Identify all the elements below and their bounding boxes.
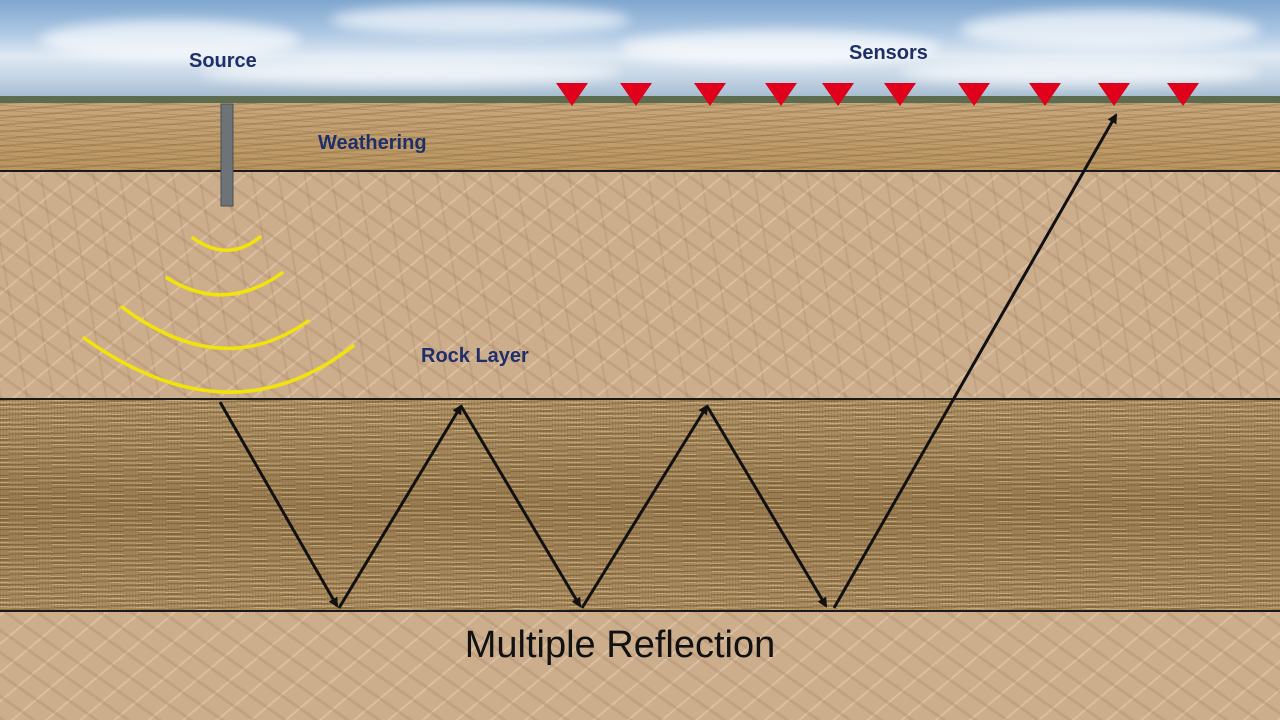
sensor-triangle-6 bbox=[884, 83, 916, 106]
sky-background bbox=[0, 0, 1280, 102]
sensor-triangle-7 bbox=[958, 83, 990, 106]
source-label: Source bbox=[189, 50, 257, 72]
sensor-triangle-2 bbox=[620, 83, 652, 106]
wavefront-1 bbox=[191, 235, 262, 252]
rock-layer-upper bbox=[0, 171, 1280, 399]
wavefront-2 bbox=[165, 271, 284, 297]
sensor-triangle-8 bbox=[1029, 83, 1061, 106]
sensor-triangle-4 bbox=[765, 83, 797, 106]
wavefront-group bbox=[82, 235, 355, 394]
sensor-triangle-1 bbox=[556, 83, 588, 106]
wavefront-4 bbox=[82, 336, 355, 394]
boundary-reflector bbox=[0, 610, 1280, 612]
rock-layer-lower bbox=[0, 611, 1280, 720]
sensor-triangle-9 bbox=[1098, 83, 1130, 106]
weathering-label: Weathering bbox=[318, 132, 427, 154]
ray-segment-3 bbox=[459, 405, 582, 608]
rock-layer-label: Rock Layer bbox=[421, 345, 529, 367]
diagram-title: Multiple Reflection bbox=[464, 624, 776, 666]
sensor-group bbox=[556, 83, 1199, 106]
sensor-triangle-10 bbox=[1167, 83, 1199, 106]
source-borehole bbox=[220, 103, 234, 207]
boundary-weathering-rock bbox=[0, 170, 1280, 172]
ray-segment-1 bbox=[218, 401, 339, 608]
rock-layer-middle bbox=[0, 399, 1280, 611]
boundary-rock-layers bbox=[0, 398, 1280, 400]
sensor-triangle-5 bbox=[822, 83, 854, 106]
ray-segment-4 bbox=[580, 404, 709, 609]
ray-segment-6 bbox=[832, 113, 1118, 609]
sensors-label: Sensors bbox=[849, 42, 928, 64]
weathering-layer bbox=[0, 103, 1280, 171]
ray-segment-5 bbox=[705, 405, 828, 608]
ray-path bbox=[218, 113, 1118, 609]
wavefront-3 bbox=[120, 305, 310, 351]
sensor-triangle-3 bbox=[694, 83, 726, 106]
ray-segment-2 bbox=[337, 404, 463, 609]
